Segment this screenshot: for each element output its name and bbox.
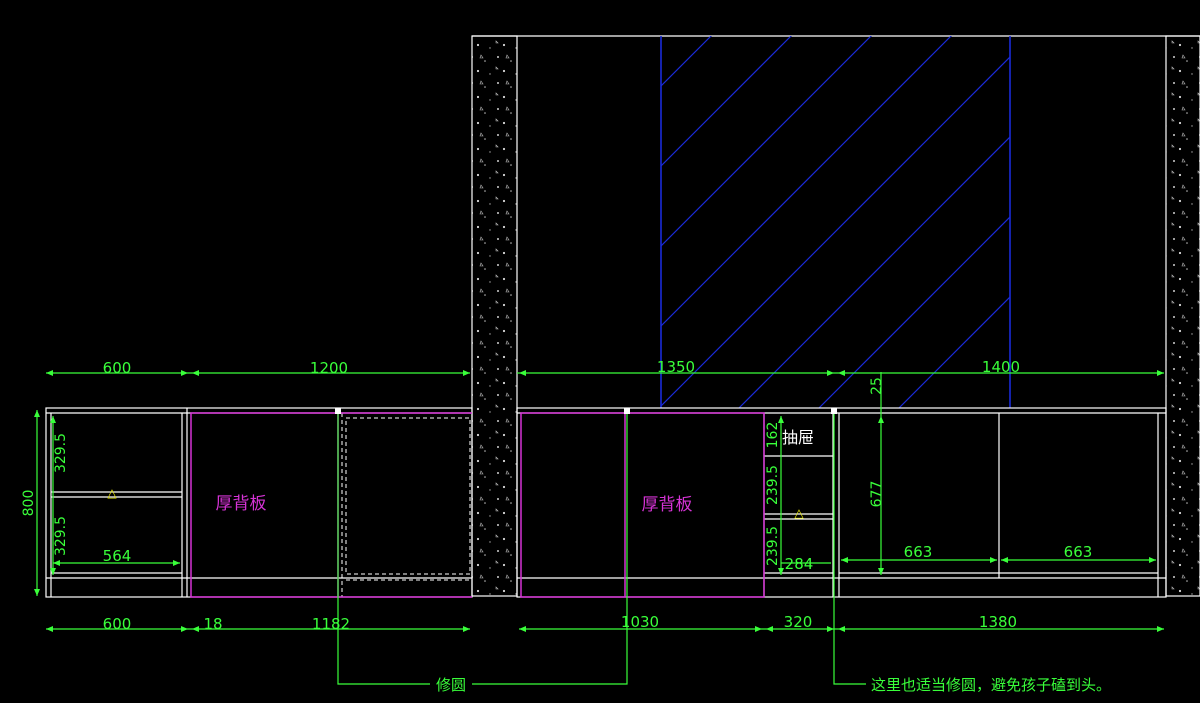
bottom-dim-1030: 1030 bbox=[621, 613, 659, 631]
top-dim-1400: 1400 bbox=[982, 358, 1020, 376]
inner-dim-left-width: 564 bbox=[103, 547, 132, 565]
inner-dim-right-b: 663 bbox=[1064, 543, 1093, 561]
bottom-dim-600: 600 bbox=[103, 615, 132, 633]
bottom-dim-320: 320 bbox=[784, 613, 813, 631]
concrete-column-left bbox=[471, 35, 518, 597]
round-points bbox=[335, 408, 837, 414]
dimension-arrows bbox=[34, 370, 1164, 632]
dimension-lines bbox=[36, 372, 1164, 685]
triangle-marker-left: △ bbox=[107, 486, 117, 500]
right-note-label: 这里也适当修圆，避免孩子磕到头。 bbox=[871, 676, 1111, 694]
inner-dim-mid-width: 284 bbox=[785, 555, 814, 573]
back-panel-label-left: 厚背板 bbox=[216, 494, 267, 514]
concrete-column-right bbox=[1165, 35, 1200, 597]
triangle-marker-mid: △ bbox=[794, 506, 804, 520]
window-hatch bbox=[660, 36, 1011, 408]
bottom-dim-1182: 1182 bbox=[312, 615, 350, 633]
vert-dim-mid-upper: 239.5 bbox=[765, 465, 781, 505]
back-panel-label-right: 厚背板 bbox=[642, 495, 693, 515]
bottom-dim-18: 18 bbox=[203, 615, 222, 633]
cabinet-row bbox=[45, 407, 1167, 598]
top-dim-1350: 1350 bbox=[657, 358, 695, 376]
wall-elevation bbox=[471, 35, 1200, 597]
top-dim-1200: 1200 bbox=[310, 359, 348, 377]
vert-dim-left-upper: 329.5 bbox=[53, 433, 69, 473]
bottom-dim-1380: 1380 bbox=[979, 613, 1017, 631]
vert-dim-mid-lower: 239.5 bbox=[765, 526, 781, 566]
vert-dim-800: 800 bbox=[21, 490, 37, 517]
round-note-label: 修圆 bbox=[436, 676, 466, 694]
vert-dim-right-gap: 25 bbox=[869, 377, 885, 395]
back-panels bbox=[190, 412, 765, 598]
vert-dim-right-height: 677 bbox=[869, 481, 885, 508]
vert-dim-left-lower: 329.5 bbox=[53, 516, 69, 556]
vert-dim-drawer: 162 bbox=[765, 422, 781, 449]
top-dim-600: 600 bbox=[103, 359, 132, 377]
dashed-door bbox=[341, 413, 471, 597]
inner-dim-right-a: 663 bbox=[904, 543, 933, 561]
drawer-label: 抽屉 bbox=[782, 428, 814, 447]
